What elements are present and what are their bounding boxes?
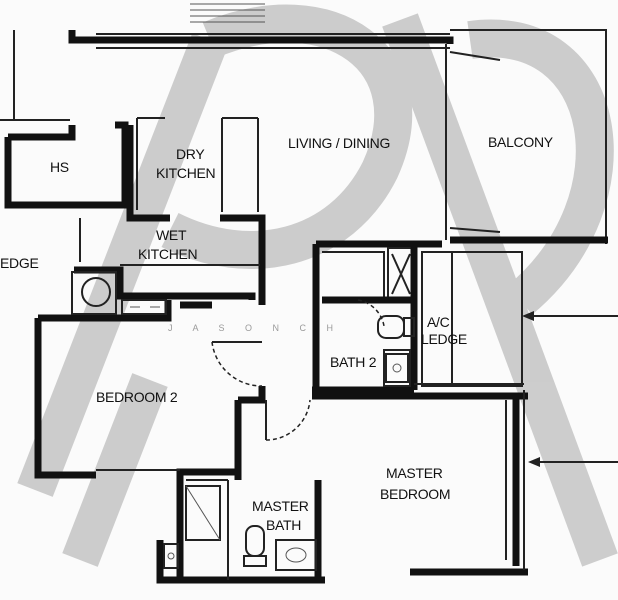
small-basin-icon <box>163 543 179 569</box>
stove-icon <box>121 299 167 315</box>
door-swings <box>211 299 385 441</box>
label-ac-ledge-line2: LEDGE <box>421 331 467 347</box>
walls <box>0 29 608 584</box>
fixtures <box>71 271 415 571</box>
label-ac-ledge-line1: A/C <box>427 314 450 330</box>
label-living-dining: LIVING / DINING <box>288 135 390 151</box>
label-master-bedroom-line1: MASTER <box>386 465 443 481</box>
shower-icon <box>185 485 221 541</box>
toilet-icon <box>377 315 415 339</box>
label-dry-kitchen-line1: DRY <box>176 146 205 162</box>
vent-grille <box>190 3 265 23</box>
label-hs: HS <box>50 159 69 175</box>
label-master-bath-line1: MASTER <box>252 498 309 514</box>
label-balcony: BALCONY <box>488 134 554 150</box>
basin-icon <box>385 353 409 383</box>
watermark-text: J A S O N C H <box>168 323 342 333</box>
label-wet-kitchen-line2: KITCHEN <box>138 246 197 262</box>
master-basin-icon <box>275 539 317 571</box>
round-sink-icon <box>71 271 117 315</box>
label-wet-kitchen-line1: WET <box>156 227 187 243</box>
label-master-bath-line2: BATH <box>266 517 301 533</box>
label-master-bedroom-line2: BEDROOM <box>380 486 450 502</box>
label-bedroom-2: BEDROOM 2 <box>96 389 178 405</box>
master-toilet-icon <box>243 525 267 567</box>
label-dry-kitchen-line2: KITCHEN <box>156 165 215 181</box>
label-bath-2: BATH 2 <box>330 354 377 370</box>
room-labels: HS DRY KITCHEN LIVING / DINING BALCONY E… <box>0 134 554 533</box>
label-ledge-left: EDGE <box>0 255 38 271</box>
side-arrows <box>522 311 618 467</box>
